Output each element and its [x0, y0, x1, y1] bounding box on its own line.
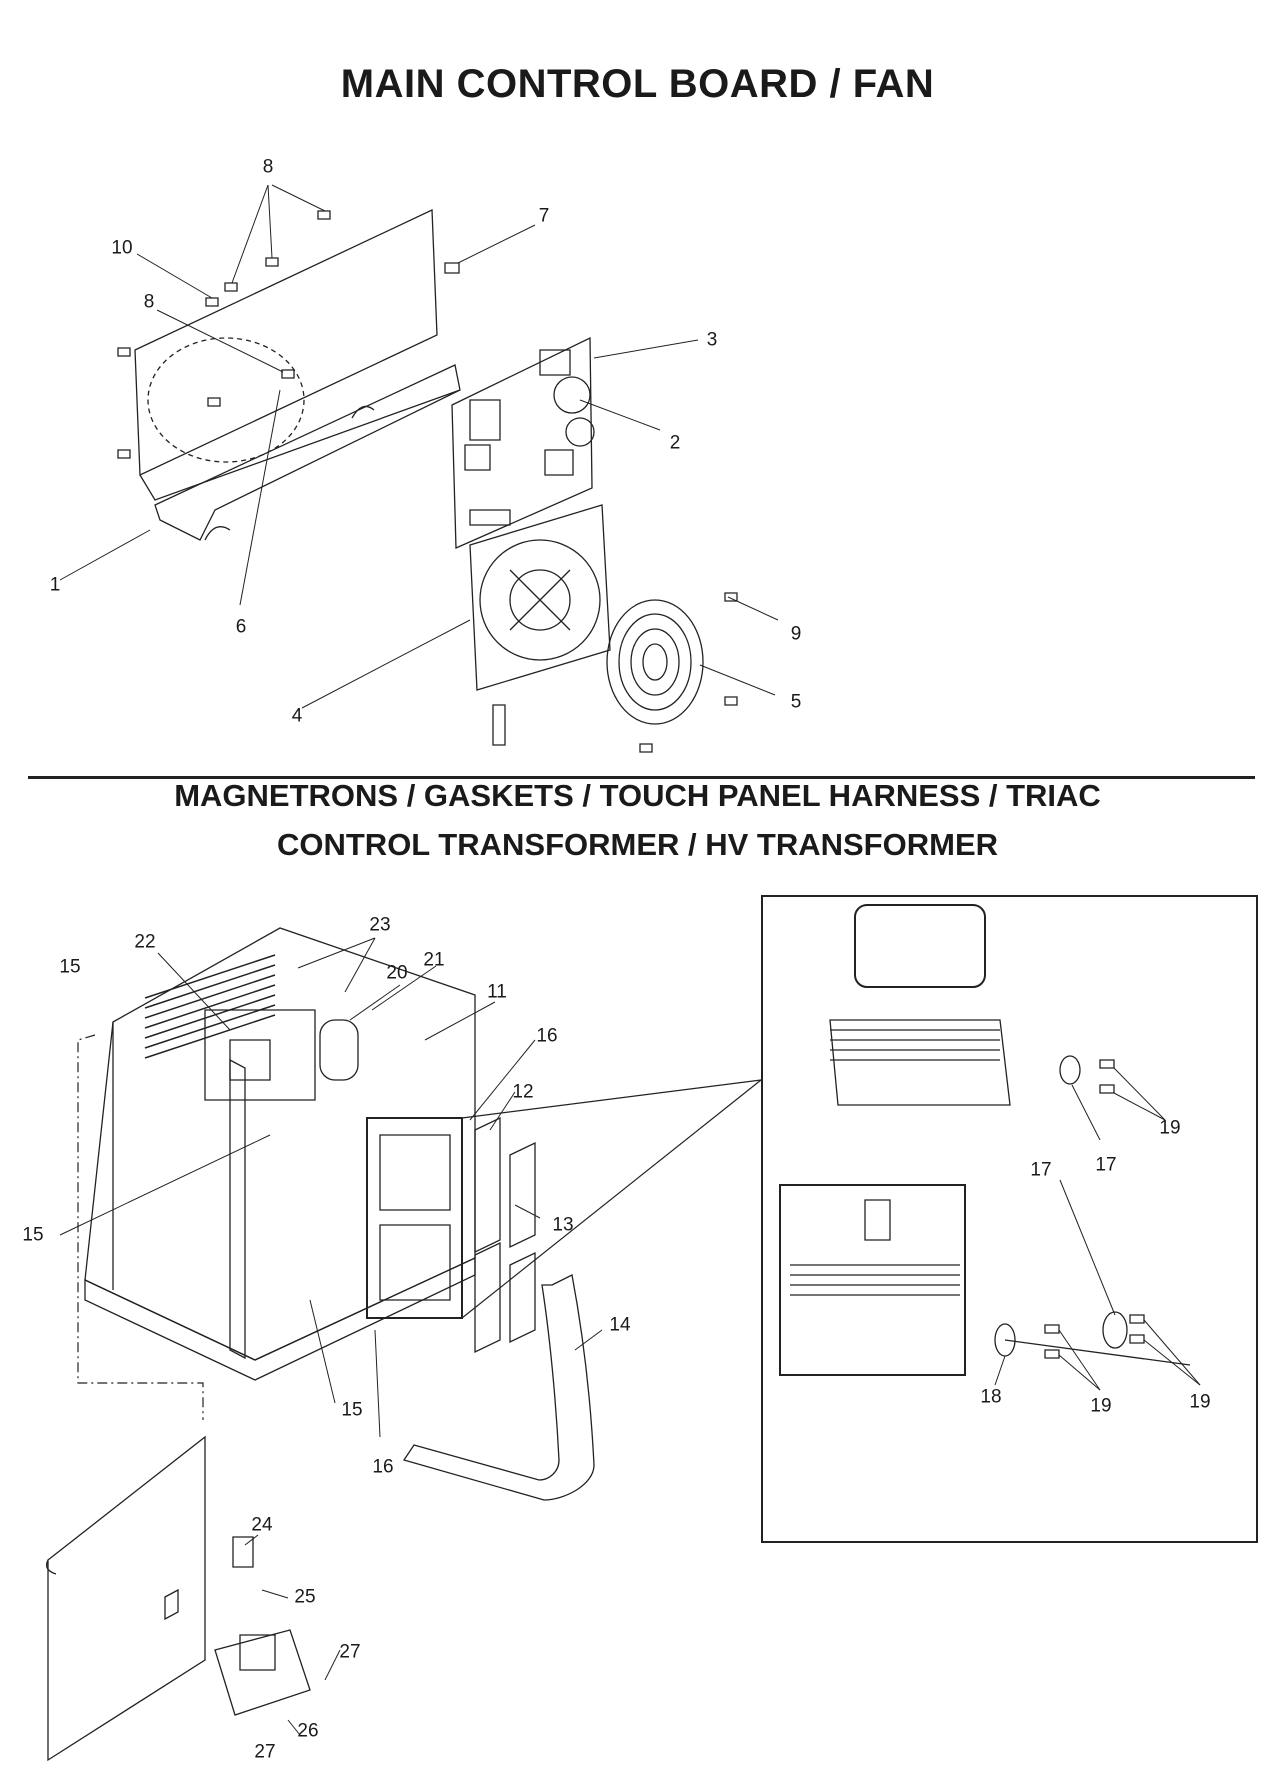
touch-panel-harness [404, 1275, 594, 1500]
callout-9: 9 [790, 623, 802, 645]
callout-14: 14 [609, 1314, 631, 1336]
leader-lines-bottom [60, 938, 602, 1437]
chassis-wiring-trace [78, 1035, 203, 1420]
magnetron-pair [367, 1118, 462, 1318]
cooling-fan [470, 505, 610, 745]
leader-lines-inset [995, 1068, 1200, 1390]
main-control-board [452, 338, 594, 548]
triac-mounting-plate [47, 1437, 253, 1760]
callout-4: 4 [291, 705, 303, 727]
magnetron-bottom-detail [780, 1185, 1190, 1375]
callout-16-a: 16 [536, 1025, 558, 1047]
control-board-rail [155, 365, 460, 540]
fan-guard [607, 600, 703, 724]
callout-23: 23 [369, 914, 391, 936]
callout-10: 10 [111, 237, 133, 259]
callout-15-a: 15 [59, 956, 81, 978]
mounting-bracket-plate [135, 210, 460, 500]
callout-21: 21 [423, 949, 445, 971]
callout-11: 11 [487, 981, 507, 1003]
section-title-magnetrons-line2: CONTROL TRANSFORMER / HV TRANSFORMER [276, 827, 999, 862]
callout-6: 6 [235, 616, 247, 638]
callout-15-b: 15 [22, 1224, 44, 1246]
callout-27-b: 27 [254, 1741, 276, 1763]
leader-lines-triac [245, 1535, 340, 1735]
callout-17-b: 17 [1030, 1159, 1052, 1181]
callout-1: 1 [49, 574, 61, 596]
callout-3: 3 [706, 329, 718, 351]
callout-17-a: 17 [1095, 1154, 1117, 1176]
leader-lines-top [60, 185, 778, 708]
callout-19-c: 19 [1189, 1391, 1211, 1413]
callout-24: 24 [251, 1514, 273, 1536]
callout-12: 12 [512, 1081, 534, 1103]
side-vent-panel [145, 955, 275, 1058]
inset-link-lines [462, 1080, 761, 1318]
callout-20: 20 [386, 962, 408, 984]
callout-8-b: 8 [143, 291, 155, 313]
callout-19-a: 19 [1159, 1117, 1181, 1139]
callout-18: 18 [980, 1386, 1002, 1408]
callout-27-a: 27 [339, 1641, 361, 1663]
callout-19-b: 19 [1090, 1395, 1112, 1417]
callout-25: 25 [294, 1586, 316, 1608]
magnetron-detail-inset [761, 895, 1258, 1543]
callout-16-b: 16 [372, 1456, 394, 1478]
callout-5: 5 [790, 691, 802, 713]
hv-transformer [205, 1010, 315, 1100]
callout-7: 7 [538, 205, 550, 227]
callout-2: 2 [669, 432, 681, 454]
section-title-main-control-board: MAIN CONTROL BOARD / FAN [340, 62, 935, 106]
section-title-magnetrons-line1: MAGNETRONS / GASKETS / TOUCH PANEL HARNE… [174, 778, 1101, 813]
callout-15-c: 15 [341, 1399, 363, 1421]
callout-22: 22 [134, 931, 156, 953]
section-divider [28, 776, 1255, 779]
control-transformer [215, 1630, 310, 1715]
hv-capacitor [320, 1020, 358, 1080]
magnetron-gaskets [475, 1118, 535, 1352]
callout-13: 13 [552, 1214, 574, 1236]
callout-26: 26 [297, 1720, 319, 1742]
callout-8-a: 8 [262, 156, 274, 178]
oven-chassis [85, 928, 475, 1380]
magnetron-top-detail [830, 905, 1114, 1105]
